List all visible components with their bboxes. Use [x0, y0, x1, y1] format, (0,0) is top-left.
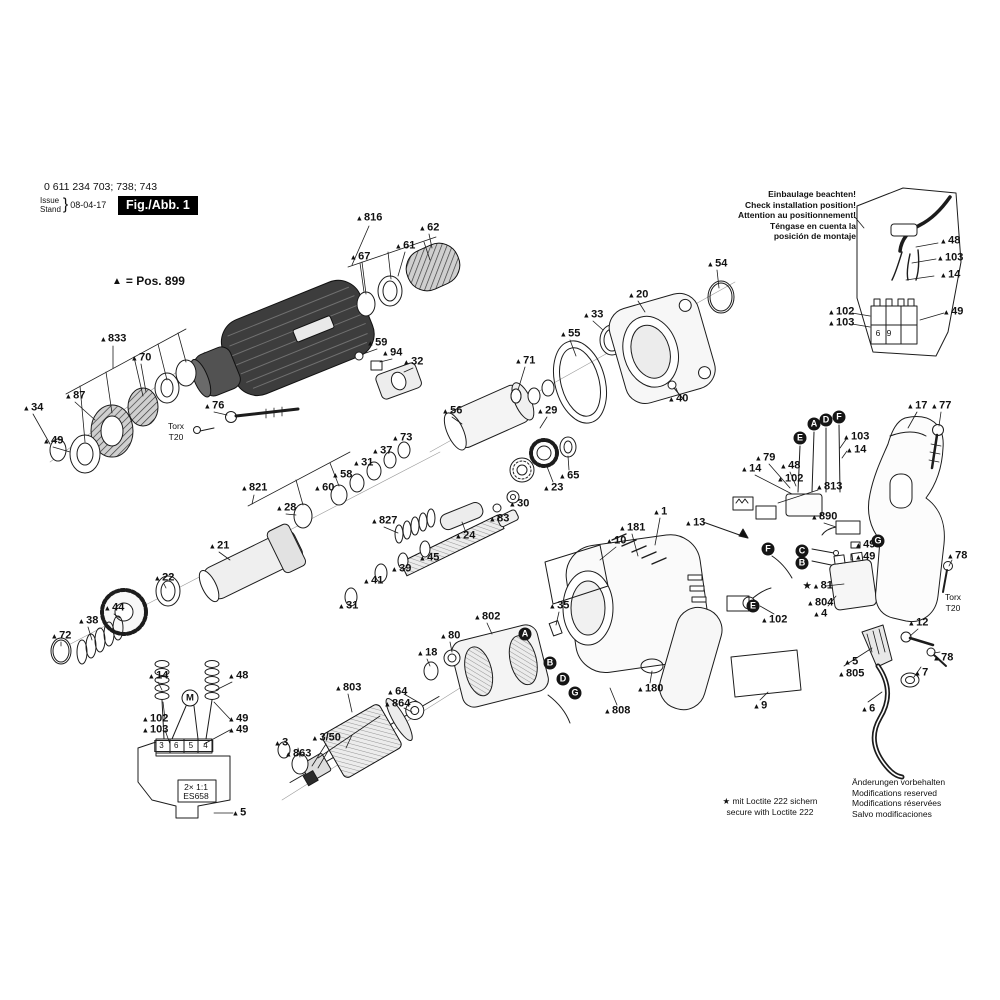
triangle-icon: ▲: [112, 275, 122, 287]
switch-inset-drawing: [137, 660, 231, 819]
screw-76-drawing: [193, 406, 300, 434]
retainer-ring-chain-drawing: [49, 359, 197, 474]
loctite-note: ★ mit Loctite 222 sichern secure with Lo…: [722, 796, 818, 817]
small-parts-drawing: [354, 351, 422, 400]
modifications-note: Änderungen vorbehalten Modifications res…: [852, 777, 946, 819]
issue-label: Issue: [40, 196, 60, 205]
installation-note: Einbaulage beachten! Check installation …: [737, 189, 856, 241]
spindle-assembly-drawing: [50, 441, 411, 665]
piston-assembly-drawing: [443, 324, 625, 451]
cable-drawing: [861, 624, 905, 780]
issue-date: 08-04-17: [70, 200, 107, 210]
field-coil-drawing: [423, 620, 571, 724]
legend-text: = Pos. 899: [125, 274, 185, 288]
brace-glyph: }: [62, 196, 69, 213]
hammer-housing-drawing: [190, 279, 375, 398]
wiring-inset-drawing: [856, 187, 962, 357]
leader-lines: [32, 215, 953, 814]
striker-assembly-drawing: [344, 490, 520, 607]
stand-label: Stand: [40, 205, 61, 214]
armature-drawing: [277, 696, 440, 787]
brush-and-switch-drawing: [702, 424, 877, 612]
issue-stand-block: Issue Stand } 08-04-17: [40, 196, 106, 214]
figure-label: Fig./Abb. 1: [118, 196, 198, 215]
motor-housing-drawing: [544, 533, 802, 711]
type-number: 0 611 234 703; 738; 743: [44, 181, 158, 193]
gear-housing-drawing: [608, 280, 735, 404]
triangle-legend: ▲ = Pos. 899: [112, 274, 185, 288]
cap-rings-drawing: [356, 242, 461, 317]
gear-set-drawing: [509, 388, 577, 483]
handle-drawing: [867, 416, 953, 688]
